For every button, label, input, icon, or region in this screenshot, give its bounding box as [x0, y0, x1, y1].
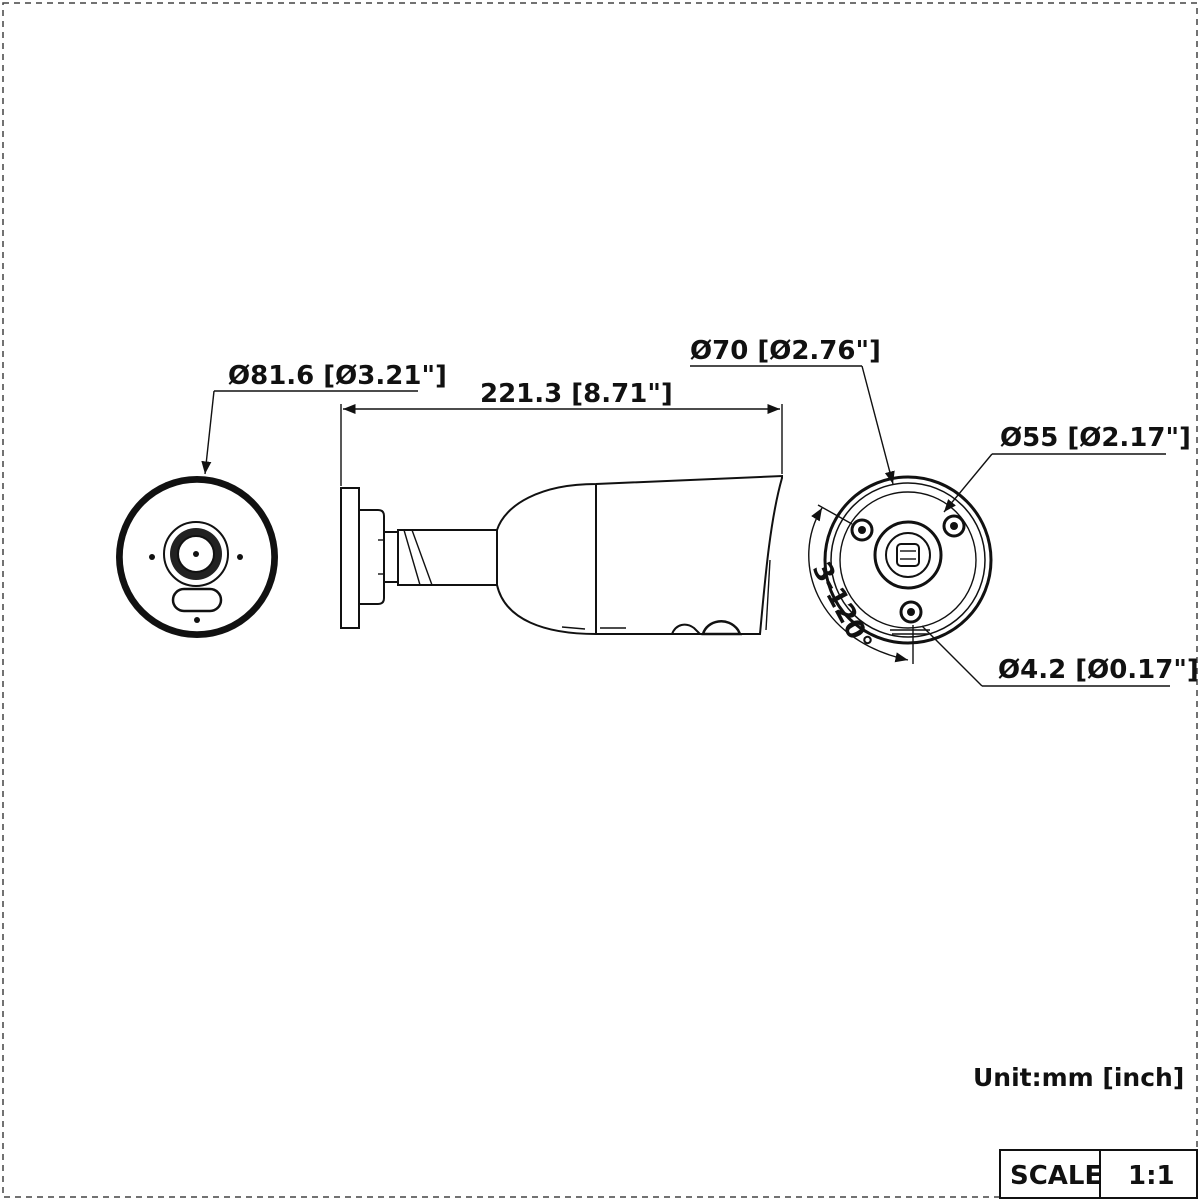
housing-underside-detail [670, 623, 703, 635]
base-cable-port [896, 543, 920, 567]
side-view [340, 474, 783, 636]
scale-block: SCALE 1:1 [999, 1149, 1198, 1199]
hole-circle-dimension: Ø55 [Ø2.17"] [943, 423, 1191, 513]
unit-label: Unit:mm [inch] [973, 1063, 1184, 1092]
hole-diameter-dimension: Ø4.2 [Ø0.17"] [921, 625, 1199, 687]
camera-housing [496, 474, 783, 635]
front-sensor-dot-right [237, 554, 243, 560]
front-view [116, 476, 278, 638]
front-diameter-dimension: Ø81.6 [Ø3.21"] [201, 361, 447, 475]
screw-hole-upper-left [850, 518, 874, 542]
underside-button [701, 620, 743, 636]
mount-plate [340, 487, 360, 629]
scale-value: 1:1 [1128, 1161, 1175, 1191]
swivel-joint [383, 531, 399, 583]
base-diameter-dimension: Ø70 [Ø2.76"] [690, 336, 895, 485]
front-diameter-label: Ø81.6 [Ø3.21"] [228, 361, 447, 391]
base-diameter-label: Ø70 [Ø2.76"] [690, 336, 881, 366]
mount-arm [397, 529, 498, 586]
front-mic-dot [194, 617, 200, 623]
mount-boss [358, 509, 385, 605]
front-light-window [171, 587, 223, 613]
length-dimension: 221.3 [8.71"] [340, 379, 783, 486]
hole-diameter-label: Ø4.2 [Ø0.17"] [998, 655, 1199, 685]
screw-hole-bottom [899, 600, 923, 624]
length-label: 221.3 [8.71"] [480, 379, 673, 409]
lens-center [193, 551, 199, 557]
screw-hole-upper-right [942, 514, 966, 538]
hole-circle-label: Ø55 [Ø2.17"] [1000, 423, 1191, 453]
scale-label: SCALE [1010, 1161, 1102, 1191]
front-sensor-dot-left [149, 554, 155, 560]
